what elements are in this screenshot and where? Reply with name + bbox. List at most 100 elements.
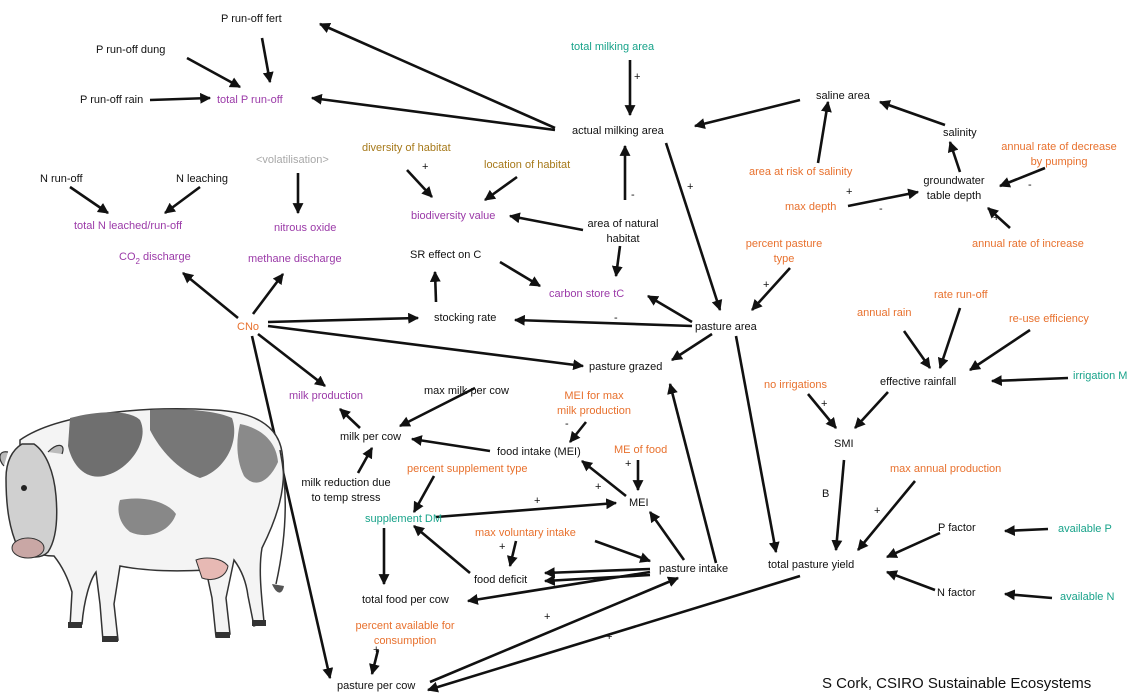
node-total-pasture-yield: total pasture yield: [768, 559, 854, 571]
edge-stocking-to-sr-effect: [429, 270, 441, 303]
node-pasture-area: pasture area: [695, 321, 758, 333]
edge-available-n-to-n-factor: [1003, 589, 1053, 601]
node-effective-rainfall: effective rainfall: [880, 376, 956, 388]
node-supplement-dm: supplement DM: [365, 513, 442, 525]
node-max-annual-production: max annual production: [890, 463, 1001, 475]
node-saline-area: saline area: [816, 90, 871, 102]
node-sr-effect: SR effect on C: [410, 249, 481, 261]
edge-max-voluntary-to-deficit: [506, 540, 518, 568]
sign-smi-b: B: [822, 488, 829, 500]
cow-illustration: [0, 408, 286, 642]
edge-increase-to-groundwater: [987, 207, 1011, 229]
edge-annual-rain-to-effective: [902, 330, 932, 369]
edge-mei-max-to-food-intake: [568, 421, 588, 443]
edge-natural-to-carbon: [611, 245, 623, 278]
edge-pasture-area-to-grazed: [671, 332, 713, 362]
edge-food-intake-to-milk-per-cow: [410, 435, 491, 453]
sign-natural-milking: -: [631, 189, 635, 201]
edge-saline-to-actual-milking: [693, 98, 801, 129]
edge-pasture-area-to-carbon: [647, 294, 693, 324]
sign-actual-milking-pasture: +: [687, 181, 693, 193]
sign-no-irrigations: +: [821, 398, 827, 410]
credit-text: S Cork, CSIRO Sustainable Ecosystems: [822, 675, 1091, 692]
node-n-factor: N factor: [937, 587, 976, 599]
node-co2-discharge: CO2 discharge: [119, 251, 191, 266]
edge-cno-to-methane: [251, 273, 285, 315]
node-pasture-intake: pasture intake: [659, 563, 728, 575]
edge-location-to-biodiversity: [484, 175, 518, 202]
node-pasture-grazed: pasture grazed: [589, 361, 662, 373]
edge-pasture-intake-to-total-food: [466, 570, 651, 605]
node-total-food-per-cow: total food per cow: [362, 594, 449, 606]
edge-n-factor-to-yield: [885, 570, 936, 592]
node-carbon-store: carbon store tC: [549, 288, 624, 300]
node-max-depth: max depth: [785, 201, 836, 213]
edges: [69, 22, 1069, 693]
sign-pasture-per-cow-intake: +: [544, 611, 550, 623]
edge-deficit-to-supplement: [413, 525, 471, 574]
node-methane-discharge: methane discharge: [248, 253, 342, 265]
edge-no-irrigations-to-smi: [806, 393, 838, 429]
edge-pasture-area-to-yield: [734, 335, 780, 554]
edge-yield-to-pasture-per-cow: [426, 574, 801, 693]
node-annual-rain: annual rain: [857, 307, 911, 319]
node-percent-available-line2: consumption: [374, 635, 436, 647]
node-total-n-leached: total N leached/run-off: [74, 220, 183, 232]
edge-p-dung-to-total-p: [186, 56, 241, 89]
edge-pasture-intake-to-deficit-1: [543, 567, 651, 579]
edge-maxdepth-to-groundwater: [847, 188, 920, 208]
edge-mei-to-food-intake: [581, 459, 627, 498]
edge-actual-milking-to-p-fert: [319, 22, 556, 130]
node-food-intake-mei: food intake (MEI): [497, 446, 581, 458]
edge-groundwater-to-salinity: [947, 140, 962, 173]
node-volatilisation: <volatilisation>: [256, 154, 329, 166]
node-groundwater-table-depth: groundwater: [923, 175, 984, 187]
node-cno: CNo: [237, 321, 259, 333]
node-no-irrigations: no irrigations: [764, 379, 827, 391]
node-n-leaching: N leaching: [176, 173, 228, 185]
node-area-natural-habitat-line2: habitat: [606, 233, 639, 245]
node-actual-milking-area: actual milking area: [572, 125, 665, 137]
polarity-signs: + + - + + - - + + - - + + + + + + + + + …: [373, 71, 1032, 656]
sign-max-annual: +: [874, 505, 880, 517]
edge-supplement-to-mei: [435, 498, 618, 519]
node-percent-supplement-type: percent supplement type: [407, 463, 527, 475]
edge-cno-to-co2: [182, 271, 239, 320]
node-percent-pasture-type-line2: type: [774, 253, 795, 265]
sign-pasture-stocking: -: [614, 312, 618, 324]
node-percent-available: percent available for: [355, 620, 454, 632]
node-mei: MEI: [629, 497, 649, 509]
node-available-p: available P: [1058, 523, 1112, 535]
edge-p-factor-to-yield: [886, 531, 941, 559]
node-food-deficit: food deficit: [474, 574, 527, 586]
node-available-n: available N: [1060, 591, 1114, 603]
node-p-factor: P factor: [938, 522, 976, 534]
edge-percent-supplement-to-supplement: [412, 475, 436, 513]
node-max-milk-per-cow: max milk per cow: [424, 385, 509, 397]
node-p-runoff-dung: P run-off dung: [96, 44, 165, 56]
node-area-natural-habitat: area of natural: [588, 218, 659, 230]
edge-cno-to-stocking: [267, 312, 420, 324]
edge-max-annual-to-yield: [856, 480, 917, 551]
node-area-risk-salinity: area at risk of salinity: [749, 166, 853, 178]
edge-risk-to-saline: [816, 100, 832, 164]
edge-diversity-to-biodiversity: [406, 169, 433, 198]
node-mei-max-milk: MEI for max: [564, 390, 624, 402]
sign-supplement-mei: +: [534, 495, 540, 507]
edge-reuse-to-effective: [969, 328, 1031, 372]
node-milk-production: milk production: [289, 390, 363, 402]
node-pasture-per-cow: pasture per cow: [337, 680, 415, 692]
edge-salinity-to-saline: [878, 100, 946, 127]
node-stocking-rate: stocking rate: [434, 312, 496, 324]
edge-percent-available-to-pasture-per-cow: [369, 649, 380, 676]
sign-increase: +: [993, 212, 999, 224]
node-diversity-habitat: diversity of habitat: [362, 142, 451, 154]
edge-cno-to-pasture-grazed: [267, 324, 585, 371]
edge-sr-effect-to-carbon: [499, 260, 541, 288]
node-salinity: salinity: [943, 127, 977, 139]
sign-diversity: +: [422, 161, 428, 173]
node-irrigation-ml: irrigation ML: [1073, 370, 1127, 382]
sign-maxdepth-plus: +: [846, 186, 852, 198]
edge-pasture-intake-to-mei: [648, 511, 686, 561]
sign-decrease: -: [1028, 179, 1032, 191]
